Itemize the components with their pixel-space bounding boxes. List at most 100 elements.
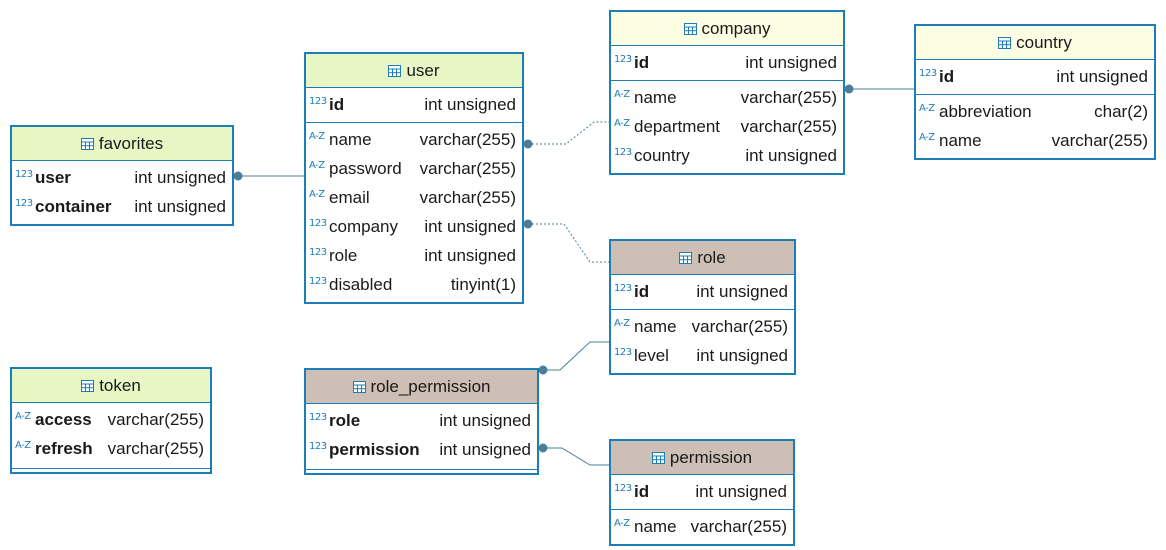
- column-row[interactable]: A-Z name varchar(255): [611, 312, 794, 341]
- column-name: name: [634, 87, 677, 107]
- text-type-icon: A-Z: [614, 89, 630, 100]
- column-type: varchar(255): [740, 87, 837, 107]
- column-name: name: [329, 129, 372, 149]
- column-row[interactable]: 123 level int unsigned: [611, 341, 794, 370]
- text-type-icon: A-Z: [614, 118, 630, 129]
- column-type: int unsigned: [745, 145, 837, 165]
- column-name: access: [35, 409, 92, 429]
- connector-endpoint-dot: [844, 84, 854, 94]
- numeric-type-icon: 123: [309, 247, 327, 258]
- column-row[interactable]: 123 id int unsigned: [611, 48, 843, 77]
- numeric-type-icon: 123: [309, 276, 327, 287]
- column-name: id: [329, 94, 345, 114]
- table-title: country: [1016, 32, 1072, 52]
- table-favorites[interactable]: favorites 123 user int unsigned 123 cont…: [10, 125, 234, 226]
- table-role-permission[interactable]: role_permission 123 role int unsigned 12…: [304, 368, 539, 475]
- table-title: permission: [669, 447, 753, 467]
- text-type-icon: A-Z: [309, 160, 325, 171]
- column-row[interactable]: 123 id int unsigned: [611, 477, 793, 506]
- column-row[interactable]: 123 id int unsigned: [306, 90, 522, 119]
- table-title: favorites: [98, 133, 164, 153]
- numeric-type-icon: 123: [614, 147, 632, 158]
- column-name: name: [939, 130, 982, 150]
- numeric-type-icon: 123: [309, 412, 327, 423]
- numeric-type-icon: 123: [309, 218, 327, 229]
- column-type: varchar(255): [691, 316, 788, 336]
- column-row[interactable]: 123 id int unsigned: [611, 277, 794, 306]
- table-header[interactable]: role: [611, 241, 794, 275]
- table-header[interactable]: role_permission: [306, 370, 537, 404]
- table-icon: [998, 36, 1012, 49]
- column-name: id: [634, 52, 650, 72]
- column-name: id: [634, 281, 650, 301]
- table-header[interactable]: user: [306, 54, 522, 88]
- table-title: user: [406, 60, 440, 80]
- table-token[interactable]: token A-Z access varchar(255) A-Z refres…: [10, 367, 212, 474]
- column-type: int unsigned: [696, 281, 788, 301]
- table-title: token: [99, 375, 141, 395]
- table-permission[interactable]: permission 123 id int unsigned A-Z name …: [609, 439, 795, 546]
- column-row[interactable]: 123 container int unsigned: [12, 192, 232, 221]
- table-header[interactable]: company: [611, 12, 843, 46]
- connector-endpoint-dot: [523, 139, 533, 149]
- column-type: varchar(255): [419, 158, 516, 178]
- column-row[interactable]: 123 role int unsigned: [306, 241, 522, 270]
- table-role[interactable]: role 123 id int unsigned A-Z name varcha…: [609, 239, 796, 375]
- table-header[interactable]: favorites: [12, 127, 232, 161]
- column-name: container: [35, 196, 112, 216]
- column-name: department: [634, 116, 720, 136]
- column-type: varchar(255): [419, 187, 516, 207]
- column-name: user: [35, 167, 71, 187]
- column-type: int unsigned: [134, 196, 226, 216]
- numeric-type-icon: 123: [919, 68, 937, 79]
- column-row[interactable]: A-Z name varchar(255): [306, 125, 522, 154]
- column-row[interactable]: 123 company int unsigned: [306, 212, 522, 241]
- column-type: char(2): [1094, 101, 1148, 121]
- column-type: tinyint(1): [450, 274, 516, 294]
- table-icon: [651, 451, 665, 464]
- column-name: permission: [329, 439, 420, 459]
- table-country[interactable]: country 123 id int unsigned A-Z abbrevia…: [914, 24, 1156, 160]
- column-name: company: [329, 216, 398, 236]
- table-icon: [81, 379, 95, 392]
- connector-endpoint-dot: [233, 171, 243, 181]
- column-row[interactable]: A-Z name varchar(255): [611, 83, 843, 112]
- column-row[interactable]: 123 country int unsigned: [611, 141, 843, 170]
- column-name: role: [329, 245, 358, 265]
- table-header[interactable]: token: [12, 369, 210, 403]
- column-row[interactable]: 123 id int unsigned: [916, 62, 1154, 91]
- column-row[interactable]: A-Z refresh varchar(255): [12, 434, 210, 463]
- column-type: varchar(255): [690, 516, 787, 536]
- table-company[interactable]: company 123 id int unsigned A-Z name var…: [609, 10, 845, 175]
- numeric-type-icon: 123: [614, 483, 632, 494]
- column-row[interactable]: 123 permission int unsigned: [306, 435, 537, 464]
- column-name: email: [329, 187, 370, 207]
- column-name: disabled: [329, 274, 393, 294]
- column-row[interactable]: A-Z password varchar(255): [306, 154, 522, 183]
- table-icon: [683, 22, 697, 35]
- table-header[interactable]: permission: [611, 441, 793, 475]
- table-header[interactable]: country: [916, 26, 1154, 60]
- column-type: int unsigned: [439, 410, 531, 430]
- column-row[interactable]: A-Z name varchar(255): [916, 126, 1154, 155]
- column-row[interactable]: 123 user int unsigned: [12, 163, 232, 192]
- table-title: role_permission: [370, 376, 491, 396]
- table-user[interactable]: user 123 id int unsigned A-Z name varcha…: [304, 52, 524, 304]
- column-row[interactable]: 123 role int unsigned: [306, 406, 537, 435]
- text-type-icon: A-Z: [919, 132, 935, 143]
- column-name: id: [939, 66, 955, 86]
- connector-endpoint-dot: [538, 443, 548, 453]
- column-type: int unsigned: [745, 52, 837, 72]
- column-row[interactable]: A-Z abbreviation char(2): [916, 97, 1154, 126]
- table-divider: [306, 469, 537, 473]
- text-type-icon: A-Z: [919, 103, 935, 114]
- column-row[interactable]: A-Z department varchar(255): [611, 112, 843, 141]
- connector-rolepermission-role: [543, 341, 609, 371]
- column-type: int unsigned: [424, 94, 516, 114]
- numeric-type-icon: 123: [15, 169, 33, 180]
- column-row[interactable]: A-Z access varchar(255): [12, 405, 210, 434]
- column-row[interactable]: A-Z email varchar(255): [306, 183, 522, 212]
- column-row[interactable]: A-Z name varchar(255): [611, 512, 793, 541]
- column-row[interactable]: 123 disabled tinyint(1): [306, 270, 522, 299]
